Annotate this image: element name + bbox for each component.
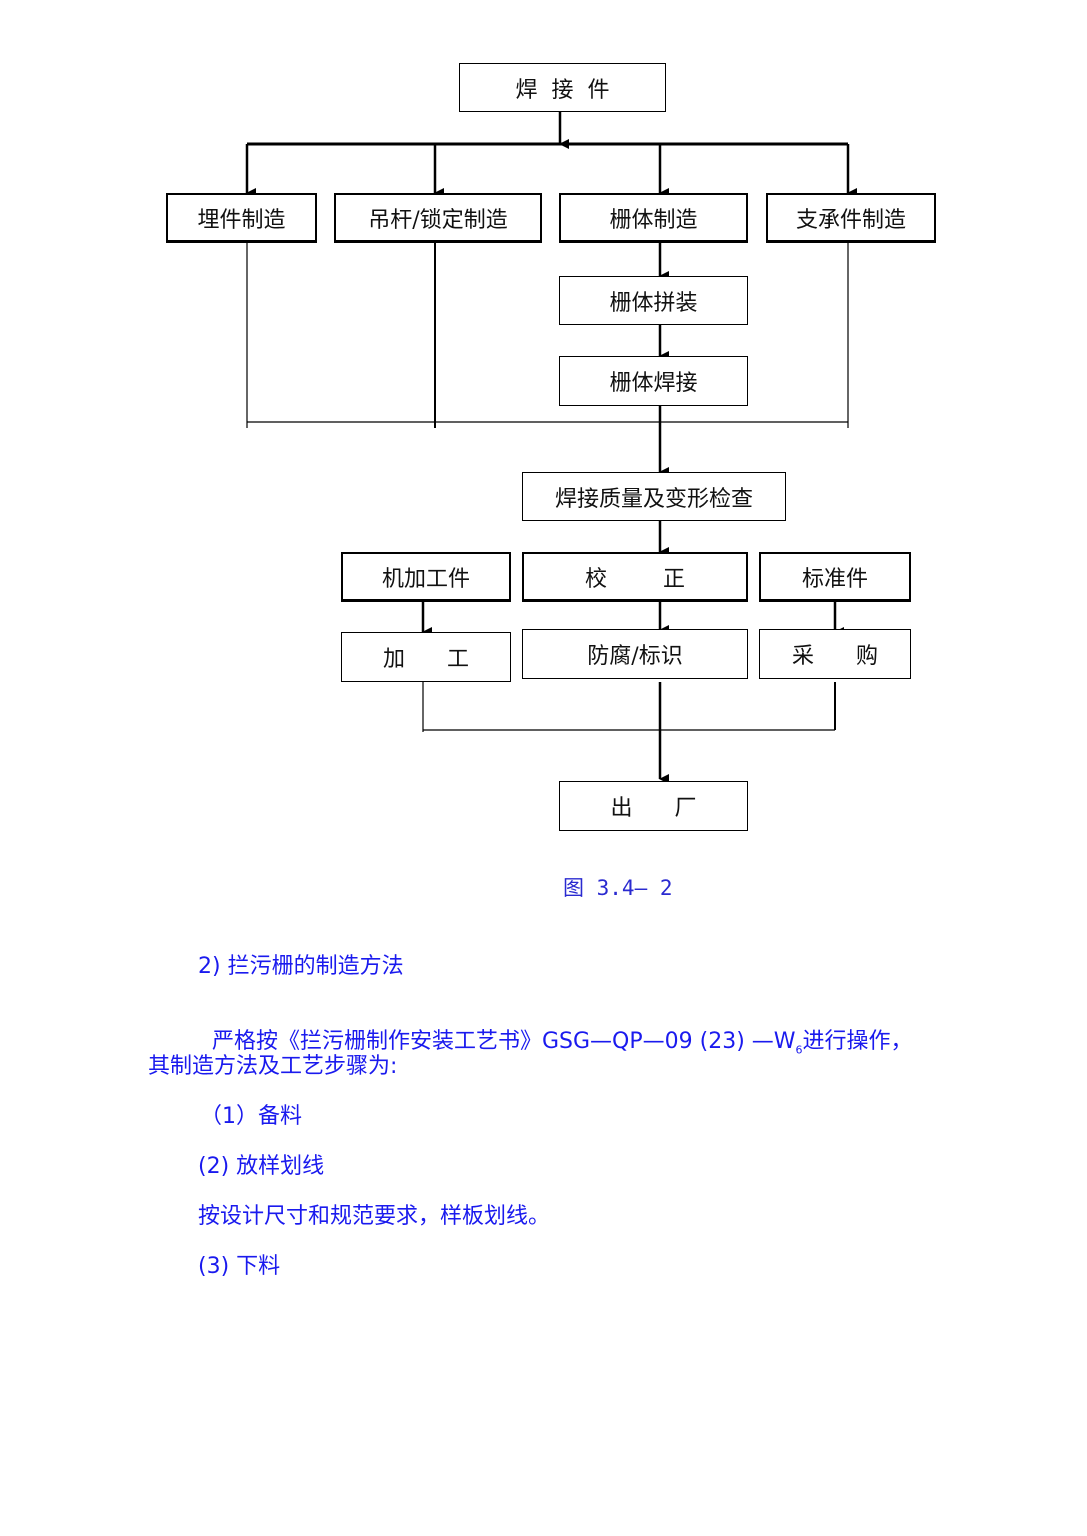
step-3: (3) 下料	[198, 1254, 281, 1279]
node-grid-assembly: 栅体拼装	[559, 276, 748, 325]
paragraph-1-text-a: 严格按《拦污栅制作安装工艺书》GSG—QP—09 (23) —W	[212, 1029, 796, 1054]
node-procurement: 采 购	[759, 629, 911, 679]
section-heading: 2) 拦污栅的制造方法	[198, 954, 404, 979]
node-grid-welding: 栅体焊接	[559, 356, 748, 406]
figure-caption: 图 3.4— 2	[563, 876, 673, 900]
node-correction: 校 正	[522, 552, 748, 602]
step-1: （1）备料	[200, 1104, 302, 1129]
paragraph-1-subscript: 6	[795, 1043, 803, 1057]
node-weld-parts: 焊 接 件	[459, 63, 666, 112]
node-machined-parts: 机加工件	[341, 552, 511, 602]
node-grid-body: 栅体制造	[559, 193, 748, 243]
node-anticorrosion: 防腐/标识	[522, 629, 748, 679]
node-shipment: 出 厂	[559, 781, 748, 831]
node-embedded-parts: 埋件制造	[166, 193, 317, 243]
node-machining: 加 工	[341, 632, 511, 682]
node-hanger-lock: 吊杆/锁定制造	[334, 193, 542, 243]
node-standard-parts: 标准件	[759, 552, 911, 602]
paragraph-1-text-b: 进行操作，	[802, 1029, 913, 1054]
flowchart-connectors	[245, 112, 857, 784]
flowchart: 焊 接 件 埋件制造 吊杆/锁定制造 栅体制造 支承件制造 栅体拼装 栅体焊接 …	[166, 63, 936, 831]
paragraph-1-line-1: 严格按《拦污栅制作安装工艺书》GSG—QP—09 (23) —W6进行操作，	[198, 998, 913, 1056]
step-2: (2) 放样划线	[198, 1154, 325, 1179]
node-support-parts: 支承件制造	[766, 193, 936, 243]
node-weld-inspection: 焊接质量及变形检查	[522, 472, 786, 521]
paragraph-1-line-2: 其制造方法及工艺步骤为:	[148, 1054, 398, 1079]
step-2-description: 按设计尺寸和规范要求，样板划线。	[198, 1204, 551, 1229]
